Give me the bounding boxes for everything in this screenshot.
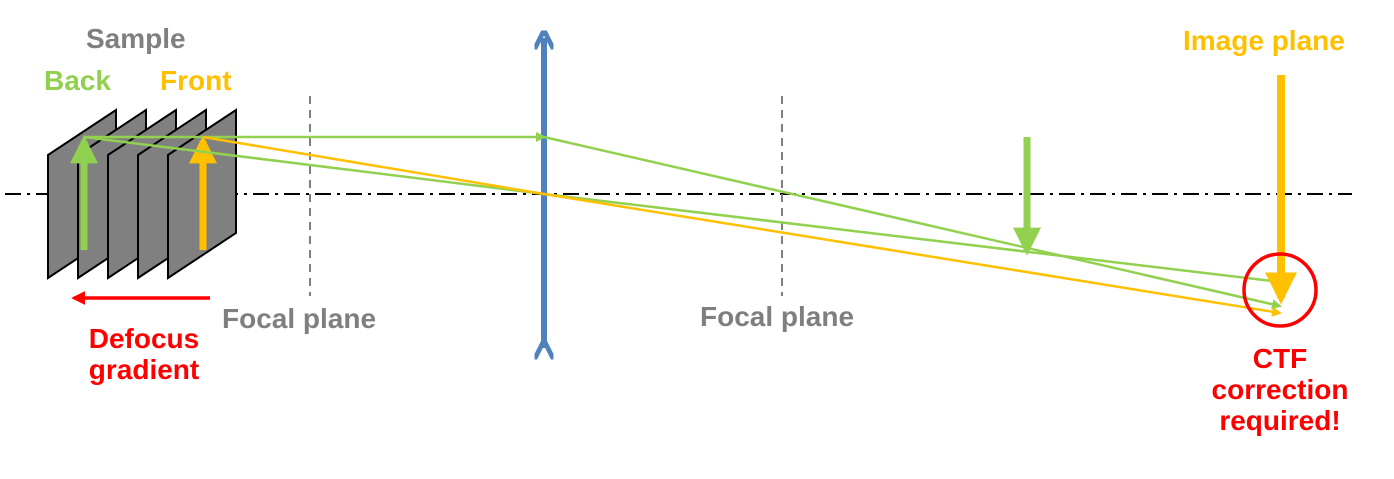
back-label: Back <box>44 65 111 96</box>
ctf-highlight-circle <box>1242 252 1318 328</box>
front-ray-central <box>202 135 1282 317</box>
sample-label: Sample <box>86 23 186 54</box>
focal-plane-left-label: Focal plane <box>222 303 377 334</box>
sample-stack <box>47 108 237 280</box>
ctf-label-line3: required! <box>1219 404 1341 436</box>
back-ray-refracted <box>543 135 1282 310</box>
back-ray-central <box>83 135 1282 287</box>
defocus-label-line2: gradient <box>88 353 200 385</box>
front-label: Front <box>160 65 232 96</box>
defocus-gradient-label: Defocus gradient <box>72 323 216 386</box>
image-plane-label: Image plane <box>1183 25 1345 56</box>
ctf-label-line1: CTF <box>1252 343 1308 374</box>
focal-plane-right-label: Focal plane <box>700 301 855 332</box>
ctf-label-line2: correction <box>1211 373 1349 405</box>
ctf-correction-label: CTF correction required! <box>1190 343 1370 436</box>
defocus-label-line1: Defocus <box>88 323 200 354</box>
